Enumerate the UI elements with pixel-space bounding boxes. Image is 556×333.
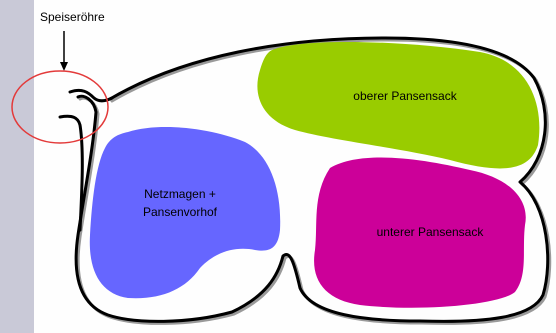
reticulum-label-line-2: Pansenvorhof: [143, 205, 218, 219]
lower-rumen-sac-label: unterer Pansensack: [377, 225, 485, 239]
left-sidebar-strip: [0, 0, 34, 333]
reticulum-label-line-1: Netzmagen +: [144, 187, 216, 201]
esophagus-label: Speiseröhre: [40, 10, 105, 24]
upper-rumen-sac-label: oberer Pansensack: [353, 89, 457, 103]
